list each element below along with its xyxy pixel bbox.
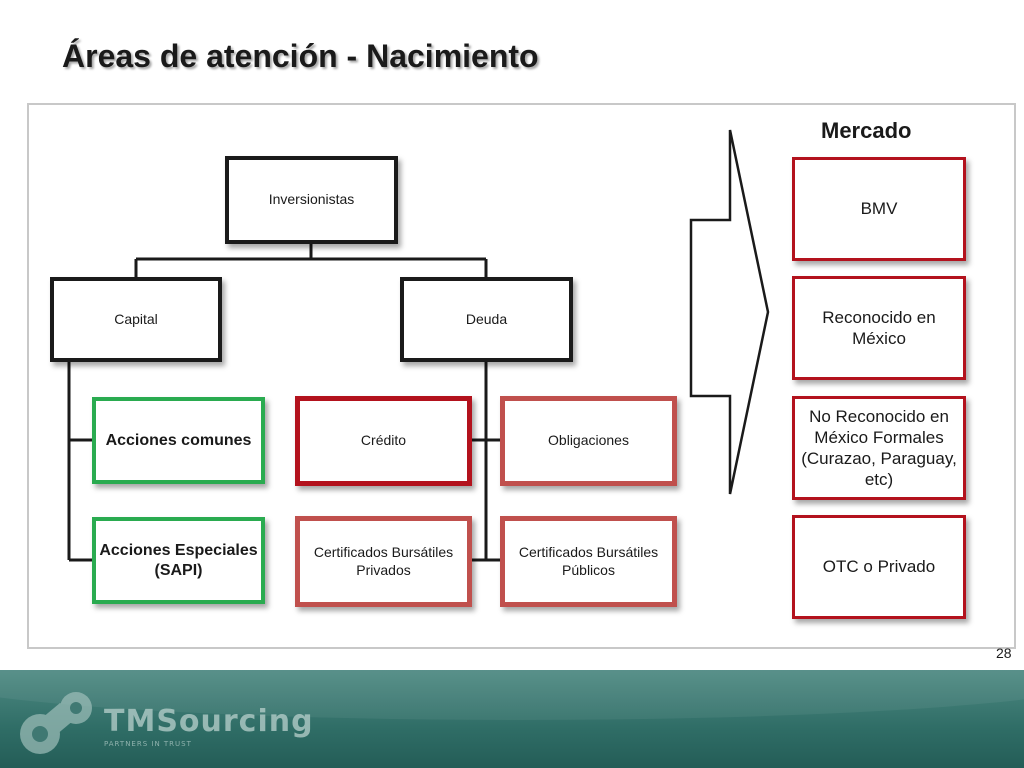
market-item-label: Reconocido en México	[822, 307, 936, 348]
market-item-reconocido: Reconocido en México	[792, 276, 966, 380]
deuda-label: Deuda	[465, 310, 508, 327]
diagram-frame	[27, 103, 1016, 649]
node-acciones-comunes: Acciones comunes	[92, 397, 265, 484]
footer-band: TMSourcing PARTNERS IN TRUST	[0, 670, 1024, 768]
market-item-no-reconocido: No Reconocido en México Formales (Curaza…	[792, 396, 966, 500]
root-label: Inversionistas	[268, 191, 355, 208]
cb-privados-label: Certificados Bursátiles Privados	[313, 544, 454, 578]
acciones-especiales-label: Acciones Especiales (SAPI)	[99, 541, 258, 579]
market-title: Mercado	[821, 118, 912, 143]
node-credito: Crédito	[295, 396, 472, 486]
logo-text: TMSourcing	[104, 704, 314, 739]
node-acciones-especiales: Acciones Especiales (SAPI)	[92, 517, 265, 604]
branch-node-deuda: Deuda	[400, 277, 573, 362]
market-item-label: OTC o Privado	[822, 557, 936, 577]
obligaciones-label: Obligaciones	[548, 432, 629, 449]
market-item-bmv: BMV	[792, 157, 966, 261]
credito-label: Crédito	[360, 432, 407, 449]
logo-subtext: PARTNERS IN TRUST	[104, 740, 192, 748]
node-cb-privados: Certificados Bursátiles Privados	[295, 516, 472, 607]
slide-title: Áreas de atención - Nacimiento	[62, 38, 539, 74]
root-node-inversionistas: Inversionistas	[225, 156, 398, 244]
capital-label: Capital	[114, 310, 158, 327]
market-item-otc: OTC o Privado	[792, 515, 966, 619]
market-item-label: BMV	[860, 199, 898, 219]
node-cb-publicos: Certificados Bursátiles Públicos	[500, 516, 677, 607]
tmsourcing-logo-icon	[20, 692, 92, 754]
acciones-comunes-label: Acciones comunes	[105, 431, 252, 449]
cb-publicos-label: Certificados Bursátiles Públicos	[518, 544, 659, 578]
market-item-label: No Reconocido en México Formales (Curaza…	[801, 406, 957, 490]
page-number: 28	[996, 645, 1012, 661]
node-obligaciones: Obligaciones	[500, 396, 677, 486]
branch-node-capital: Capital	[50, 277, 222, 362]
